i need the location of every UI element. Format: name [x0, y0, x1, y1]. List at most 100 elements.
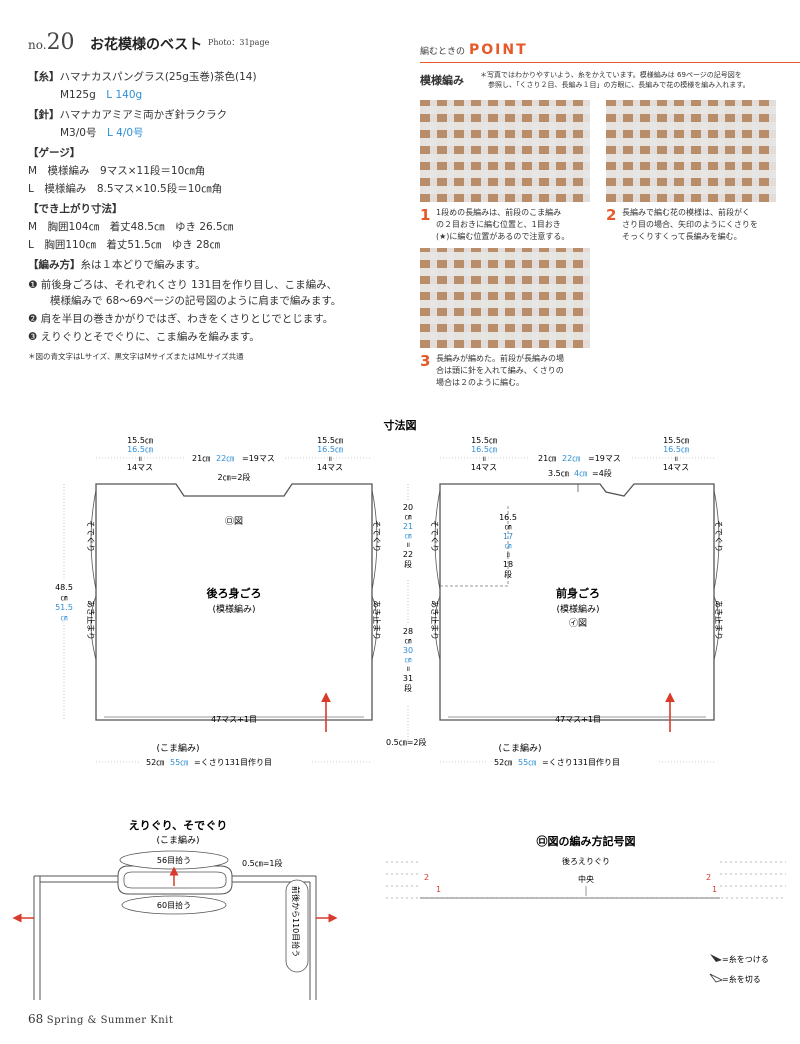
back-slit-right	[371, 595, 378, 661]
front-slit-label-left: あき止まり	[430, 600, 440, 640]
back-armhole-left	[90, 489, 97, 591]
front-width-m: 52㎝	[494, 758, 512, 767]
middle-lower-label-bg	[398, 624, 420, 704]
edging-neck-outer	[117, 865, 233, 895]
back-pattern: (模様編み)	[212, 603, 255, 615]
back-body-outline	[95, 483, 373, 721]
step-1-text-a: 前後身ごろは、それぞれくさり 131目を作り目し、こま編み、	[40, 279, 338, 291]
middle-upper-eq: ॥	[406, 541, 410, 549]
method-heading: 【編み方】	[28, 259, 81, 271]
back-height-l: 51.5	[55, 603, 73, 612]
cut-yarn-icon	[709, 973, 724, 983]
edging-neck-inner	[123, 871, 227, 889]
point-label: 模様編み	[420, 74, 464, 87]
back-hem-count: 47マス+1目	[211, 715, 257, 724]
point-divider	[420, 62, 800, 63]
needle-description: ハマナカアミアミ両かぎ針ラクラク	[59, 109, 228, 121]
point-step-2-line: そっくりすくって長編みを編む。	[622, 232, 742, 241]
page-number: 68	[28, 1012, 44, 1026]
middle-upper-dan: 段	[404, 559, 412, 569]
middle-lower-l: 30	[403, 646, 413, 655]
back-ref: ㋺図	[225, 516, 243, 527]
front-armhole-left	[434, 489, 441, 591]
back-height-m: 48.5	[55, 583, 73, 592]
needle-size-l: L 4/0号	[106, 127, 144, 139]
edging-diagram: えりぐり、そでぐり (こま編み) 56目拾う 60目拾う 0.5㎝=1段 前後か…	[12, 819, 338, 1000]
front-shoulder-m-right: 15.5㎝	[663, 436, 689, 445]
point-step-3-line: 場合は２のように編む。	[436, 378, 524, 387]
front-depth-l: 17	[503, 532, 513, 541]
middle-lower-dan: 段	[404, 683, 412, 693]
edging-right-band	[232, 875, 317, 1000]
step-1-number: ❶	[28, 279, 38, 291]
diagram-title: 寸法図	[384, 418, 417, 432]
back-width-l: 55㎝	[170, 758, 188, 767]
legend-attach: =糸をつける	[722, 954, 769, 964]
back-shoulder-m-right: 15.5㎝	[317, 436, 343, 445]
front-name: 前身ごろ	[556, 586, 600, 600]
front-neck-l: 4㎝	[574, 469, 587, 478]
front-hem-label: (こま編み)	[498, 742, 541, 754]
gauge-l: L 模様編み 8.5マス×10.5段＝10㎝角	[28, 183, 223, 195]
back-shoulder-l: 16.5㎝	[127, 445, 153, 454]
edging-top-count: 56目拾う	[157, 855, 191, 865]
edging-bottom-bubble	[121, 895, 227, 915]
point-step-2-line: さり目の場合、矢印のようにくさりを	[622, 220, 758, 229]
front-slit-right	[713, 595, 720, 661]
yarn-amount-m: M125g	[60, 89, 96, 101]
edging-left-band	[33, 875, 118, 1000]
yarn-amount: M125g L 140g	[60, 88, 142, 102]
front-shoulder-l-right: 16.5㎝	[663, 445, 689, 454]
step-3-text: えりぐりとそでぐりに、こま編みを編みます。	[40, 331, 260, 343]
point-step-2-text: 長編みで編む花の模様は、前段がく さり目の場合、矢印のようにくさりを そっくりす…	[622, 207, 758, 243]
back-shoulder-m: 15.5㎝	[127, 436, 153, 445]
size-heading: 【でき上がり寸法】	[28, 203, 123, 215]
needle-size: M3/0号 L 4/0号	[60, 126, 144, 140]
back-hem-label: (こま編み)	[156, 742, 199, 754]
step-1: ❶ 前後身ごろは、それぞれくさり 131目を作り目し、こま編み、	[28, 278, 337, 292]
front-neck-width-l: 22㎝	[562, 454, 580, 463]
front-width-label-bg	[488, 756, 658, 767]
back-slit-label-right: あき止まり	[372, 600, 382, 640]
back-neck-label-bg	[185, 452, 285, 463]
back-shoulder-eq: ॥	[138, 455, 142, 463]
front-neck-rows: =4段	[592, 468, 612, 478]
step-3-number: ❸	[28, 331, 38, 343]
point-photo-1	[420, 100, 590, 202]
step-2: ❷ 肩を半目の巻きかがりではぎ、わきをくさりとじでとじます。	[28, 312, 333, 326]
gauge-heading: 【ゲージ】	[28, 147, 81, 159]
needle-line: 【針】ハマナカアミアミ両かぎ針ラクラク	[28, 108, 227, 122]
pattern-number-label: no.	[28, 38, 47, 52]
middle-upper-m: 20	[403, 503, 413, 512]
front-armhole-right	[713, 489, 720, 591]
front-armhole-label-left: そでぐり	[430, 520, 439, 552]
step-2-number: ❷	[28, 313, 38, 325]
back-slit-label-left: あき止まり	[86, 600, 96, 640]
yarn-line: 【糸】ハマナカスパングラス(25g玉巻)茶色(14)	[28, 70, 257, 84]
point-step-1-line: 1段めの長編みは、前段のこま編み	[436, 208, 562, 217]
step-2-text: 肩を半目の巻きかがりではぎ、わきをくさりとじでとじます。	[40, 313, 334, 325]
back-width-rest: =くさり131目作り目	[194, 757, 272, 767]
needle-size-m: M3/0号	[60, 127, 97, 139]
page-footer: 68 Spring & Summer Knit	[28, 1012, 173, 1026]
back-armhole-label-left: そでぐり	[86, 520, 95, 552]
step-1-text-b: 模様編みで 68～69ページの記号図のように肩まで編みます。	[50, 295, 342, 307]
point-step-3-line: 長編みが編めた。前段が長編みの場	[436, 354, 564, 363]
back-width-m: 52㎝	[146, 758, 164, 767]
point-photo-2	[606, 100, 776, 202]
photo-reference: Photo：31page	[208, 38, 270, 47]
front-shoulder-eq-right: ॥	[674, 455, 678, 463]
yarn-description: ハマナカスパングラス(25g玉巻)茶色(14)	[59, 71, 257, 83]
chart-title: ㋺図の編み方記号図	[537, 834, 636, 848]
front-slit-label-right: あき止まり	[714, 600, 724, 640]
point-photo-3	[420, 248, 590, 348]
chart-neck-label: 後ろえりぐり	[562, 856, 610, 866]
point-step-2-number: 2	[606, 206, 617, 224]
back-height-unit-l: ㎝	[61, 614, 68, 622]
front-depth-unit-l: ㎝	[505, 542, 512, 550]
front-body-diagram: 15.5㎝ 16.5㎝ ॥ 14マス 15.5㎝ 16.5㎝ ॥ 14マス 21…	[430, 436, 724, 767]
symbol-chart: ㋺図の編み方記号図 後ろえりぐり 中央 2 1 2 1 =糸をつける =糸を切る	[386, 834, 786, 984]
point-step-3-number: 3	[420, 352, 431, 370]
middle-lower-rows: 31	[403, 674, 413, 683]
point-note-a: ＊写真ではわかりやすいよう、糸をかえています。模様編みは 69ページの記号図を	[480, 71, 742, 79]
